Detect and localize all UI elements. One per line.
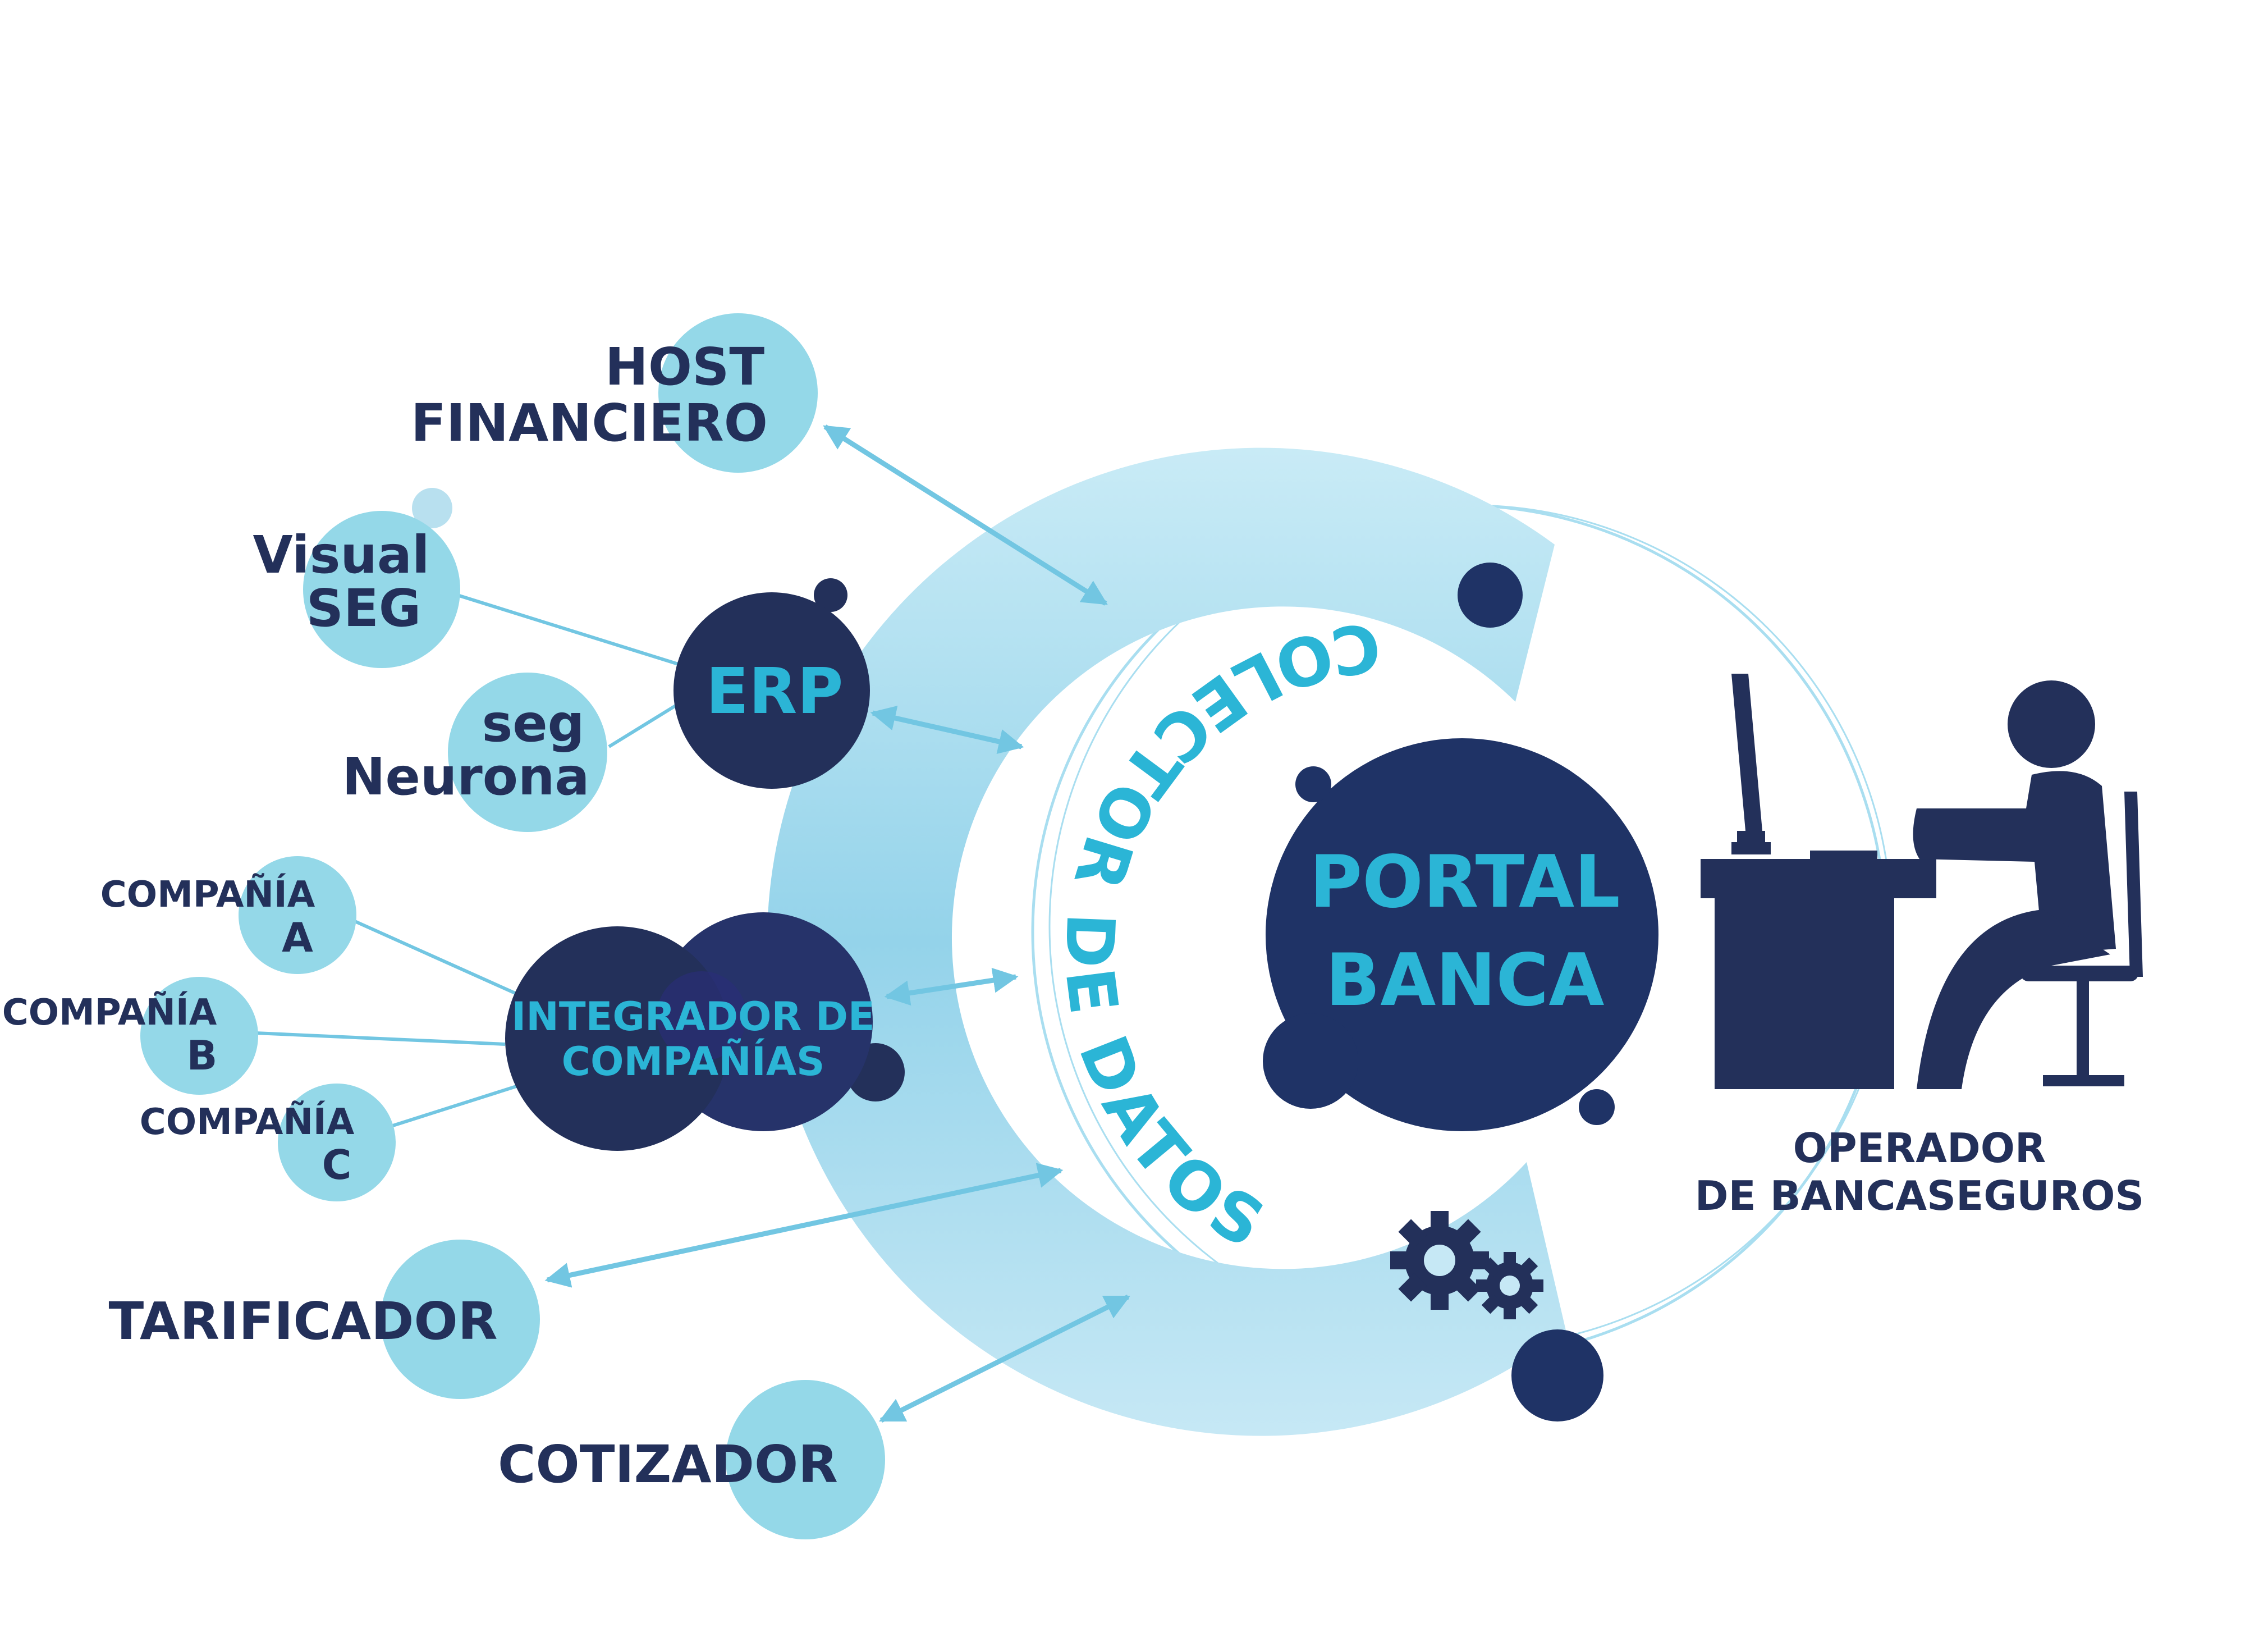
- tarificador-node[interactable]: [381, 1240, 540, 1399]
- dot: [412, 488, 452, 528]
- node-labels: HOST FINANCIERO Visual SEG seg Neurona C…: [2, 337, 2145, 1494]
- integrador-node[interactable]: INTEGRADOR DE COMPAÑÍAS: [505, 912, 875, 1151]
- compania-c-node[interactable]: [278, 1084, 396, 1201]
- portal-label-line1: PORTAL: [1309, 840, 1620, 924]
- data-flow-arrows: [544, 424, 1131, 1423]
- compania-b-label-line1: COMPAÑÍA: [2, 991, 217, 1034]
- compania-c-label-line2: C: [322, 1141, 352, 1189]
- arrow-erp: [870, 705, 1024, 755]
- dot: [1458, 563, 1523, 628]
- visual-seg-node[interactable]: [303, 511, 460, 668]
- connector-lines: [255, 593, 683, 1127]
- source-nodes: [140, 313, 885, 1539]
- seg-label-line2: Neurona: [342, 747, 589, 807]
- tarificador-label: TARIFICADOR: [108, 1291, 497, 1351]
- compania-b-label-line2: B: [187, 1032, 218, 1079]
- integrador-label-line2: COMPAÑÍAS: [562, 1039, 825, 1085]
- erp-node[interactable]: ERP: [673, 592, 870, 789]
- cotizador-node[interactable]: [726, 1380, 885, 1539]
- visual-label-line2: SEG: [306, 578, 421, 638]
- compania-a-label-line2: A: [282, 914, 313, 961]
- seg-neurona-node[interactable]: [448, 673, 607, 832]
- operator-at-desk-icon: [1701, 674, 2143, 1089]
- compania-b-node[interactable]: [140, 977, 258, 1095]
- portal-banca-node[interactable]: PORTAL BANCA: [1263, 738, 1658, 1131]
- operator-label-line2: DE BANCASEGUROS: [1695, 1172, 2145, 1219]
- integrador-label-line1: INTEGRADOR DE: [511, 994, 875, 1040]
- arrow-cotizador: [878, 1294, 1131, 1423]
- arrow-tarificador: [544, 1163, 1064, 1288]
- host-node[interactable]: [658, 313, 818, 473]
- dot: [1511, 1329, 1603, 1421]
- compania-c-label-line1: COMPAÑÍA: [140, 1100, 355, 1143]
- seg-label-line1: seg: [482, 693, 584, 753]
- erp-label: ERP: [706, 655, 844, 728]
- compania-a-label-line1: COMPAÑÍA: [100, 873, 315, 916]
- gears-icon: [1390, 1211, 1543, 1319]
- host-label-line1: HOST: [605, 337, 764, 397]
- arrow-integrador: [884, 967, 1019, 1006]
- cotizador-label: COTIZADOR: [498, 1434, 838, 1494]
- operator-label-line1: OPERADOR: [1793, 1125, 2046, 1172]
- portal-label-line2: BANCA: [1326, 939, 1605, 1022]
- arrow-host: [823, 424, 1108, 606]
- host-label-line2: FINANCIERO: [411, 393, 768, 453]
- visual-label-line1: Visual: [253, 525, 430, 585]
- compania-a-node[interactable]: [239, 856, 356, 974]
